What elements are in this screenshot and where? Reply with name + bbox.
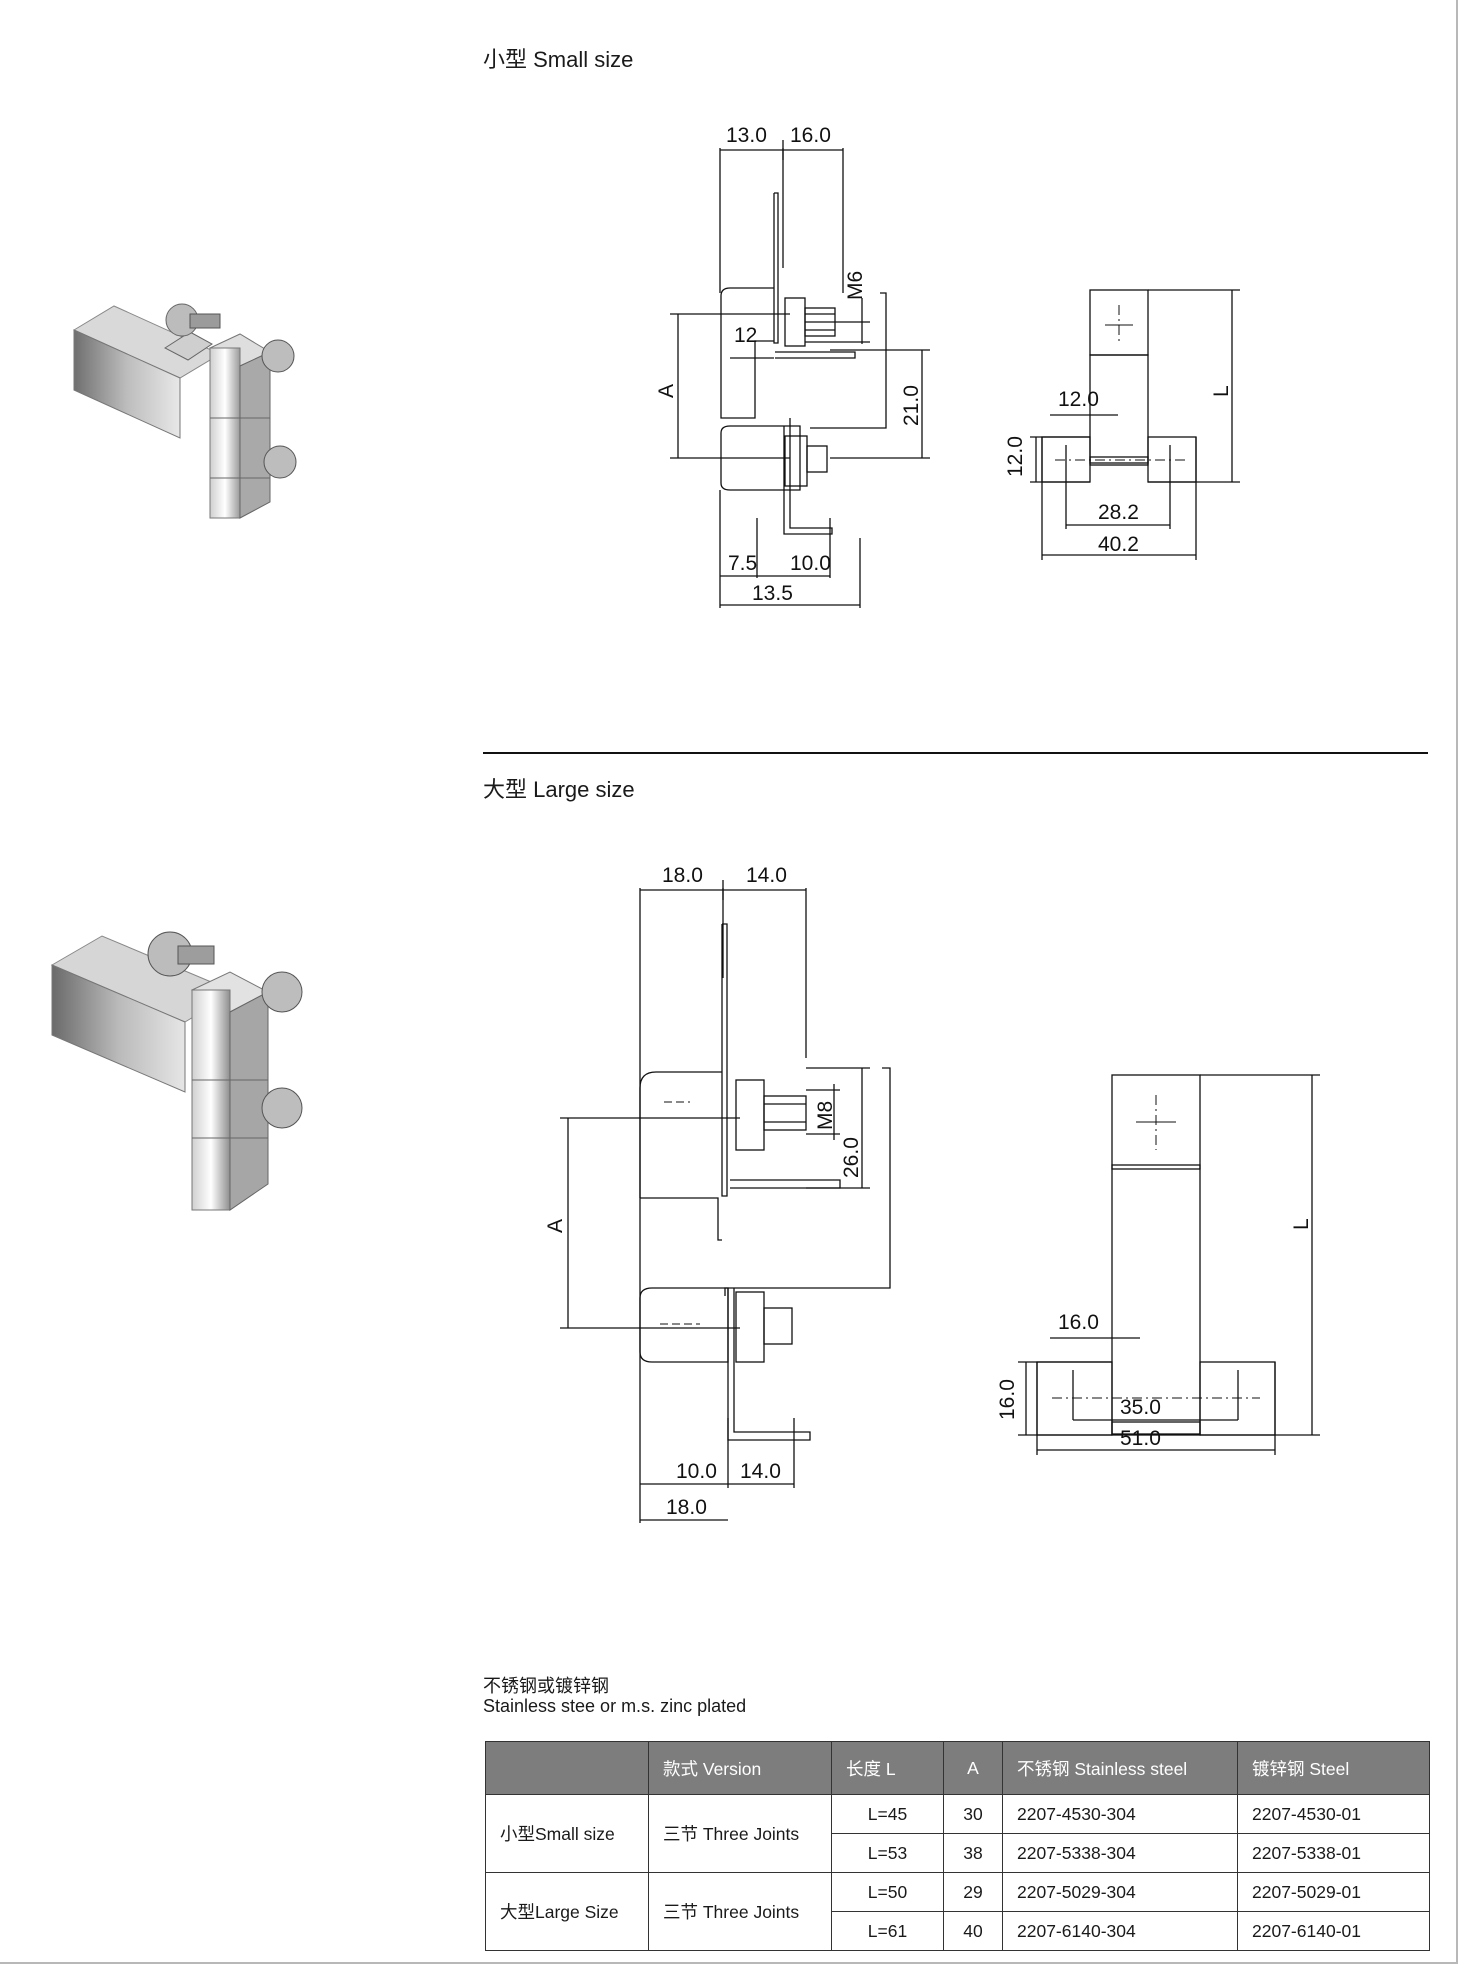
large-side-dim-left: 16.0	[996, 1379, 1019, 1420]
small-side-dim-length: L	[1210, 385, 1233, 397]
stainless-cell: 2207-5338-304	[1002, 1833, 1238, 1873]
header-version: 款式 Version	[648, 1741, 832, 1795]
large-side-dim-length: L	[1290, 1218, 1313, 1230]
table-row: 小型Small size 三节 Three Joints L=45 30 220…	[485, 1794, 1430, 1873]
large-side-dim-outer: 51.0	[1120, 1427, 1161, 1450]
steel-cell: 2207-6140-01	[1237, 1911, 1430, 1951]
table-header-row: 款式 Version 长度 L A 不锈钢 Stainless steel 镀锌…	[485, 1741, 1430, 1795]
large-side-drawing: 16.0 16.0 35.0 51.0 L	[996, 1074, 1320, 1455]
header-length: 长度 L	[831, 1741, 944, 1795]
section-divider	[483, 752, 1428, 754]
large-dim-bottom-total: 18.0	[666, 1496, 707, 1519]
a-cell: 30	[943, 1794, 1003, 1834]
large-hinge-photo	[50, 931, 303, 1211]
stainless-cell: 2207-6140-304	[1002, 1911, 1238, 1951]
length-cell: L=53	[831, 1833, 944, 1873]
length-cell: L=50	[831, 1872, 944, 1912]
table-row: 大型Large Size 三节 Three Joints L=50 29 220…	[485, 1872, 1430, 1951]
spec-table: 款式 Version 长度 L A 不锈钢 Stainless steel 镀锌…	[485, 1741, 1430, 1951]
header-stainless: 不锈钢 Stainless steel	[1002, 1741, 1238, 1795]
steel-cell: 2207-5029-01	[1237, 1872, 1430, 1912]
material-note-en: Stainless stee or m.s. zinc plated	[483, 1696, 747, 1716]
small-dim-bottom-right: 10.0	[790, 552, 831, 575]
small-dim-top-left: 13.0	[726, 124, 767, 147]
large-size-title: 大型 Large size	[483, 777, 635, 802]
header-a: A	[943, 1741, 1003, 1795]
large-dim-bottom-left: 10.0	[676, 1460, 717, 1483]
small-hinge-photo	[72, 303, 297, 519]
size-cell: 大型Large Size	[485, 1872, 649, 1951]
header-steel: 镀锌钢 Steel	[1237, 1741, 1430, 1795]
large-dim-top-right: 14.0	[746, 864, 787, 887]
small-dim-a: A	[655, 384, 678, 398]
steel-cell: 2207-4530-01	[1237, 1794, 1430, 1834]
small-side-dim-inner: 28.2	[1098, 501, 1139, 524]
stainless-cell: 2207-4530-304	[1002, 1794, 1238, 1834]
size-cell: 小型Small size	[485, 1794, 649, 1873]
large-side-dim-top: 16.0	[1058, 1311, 1099, 1334]
large-dim-a: A	[544, 1219, 567, 1233]
small-front-drawing: 13.0 16.0 M6 12 A 21.0 7.5 10.0 13.5	[655, 124, 930, 608]
stainless-cell: 2207-5029-304	[1002, 1872, 1238, 1912]
a-cell: 29	[943, 1872, 1003, 1912]
small-dim-bottom-total: 13.5	[752, 582, 793, 605]
header-size	[485, 1741, 649, 1795]
version-cell: 三节 Three Joints	[648, 1872, 832, 1951]
small-size-title: 小型 Small size	[483, 47, 634, 72]
small-dim-height: 21.0	[900, 385, 923, 426]
large-dim-thread: M8	[814, 1101, 837, 1130]
small-side-dim-left: 12.0	[1004, 436, 1027, 477]
material-note-cn: 不锈钢或镀锌钢	[483, 1676, 609, 1696]
large-dim-height: 26.0	[840, 1137, 863, 1178]
table-row: L=61 40 2207-6140-304 2207-6140-01	[486, 1911, 1430, 1951]
small-dim-thread: M6	[844, 271, 867, 300]
a-cell: 40	[943, 1911, 1003, 1951]
small-side-dim-top: 12.0	[1058, 388, 1099, 411]
large-dim-top-left: 18.0	[662, 864, 703, 887]
length-cell: L=61	[831, 1911, 944, 1951]
large-side-dim-inner: 35.0	[1120, 1396, 1161, 1419]
a-cell: 38	[943, 1833, 1003, 1873]
large-dim-bottom-right: 14.0	[740, 1460, 781, 1483]
small-side-drawing: 12.0 12.0 28.2 40.2 L	[1004, 289, 1240, 560]
small-side-dim-outer: 40.2	[1098, 533, 1139, 556]
small-dim-bottom-left: 7.5	[728, 552, 757, 575]
small-dim-top-right: 16.0	[790, 124, 831, 147]
small-dim-inner: 12	[734, 324, 757, 347]
length-cell: L=45	[831, 1794, 944, 1834]
large-front-drawing: 18.0 14.0 M8 26.0 A 10.0 14.0 18.0	[544, 864, 891, 1523]
steel-cell: 2207-5338-01	[1237, 1833, 1430, 1873]
version-cell: 三节 Three Joints	[648, 1794, 832, 1873]
